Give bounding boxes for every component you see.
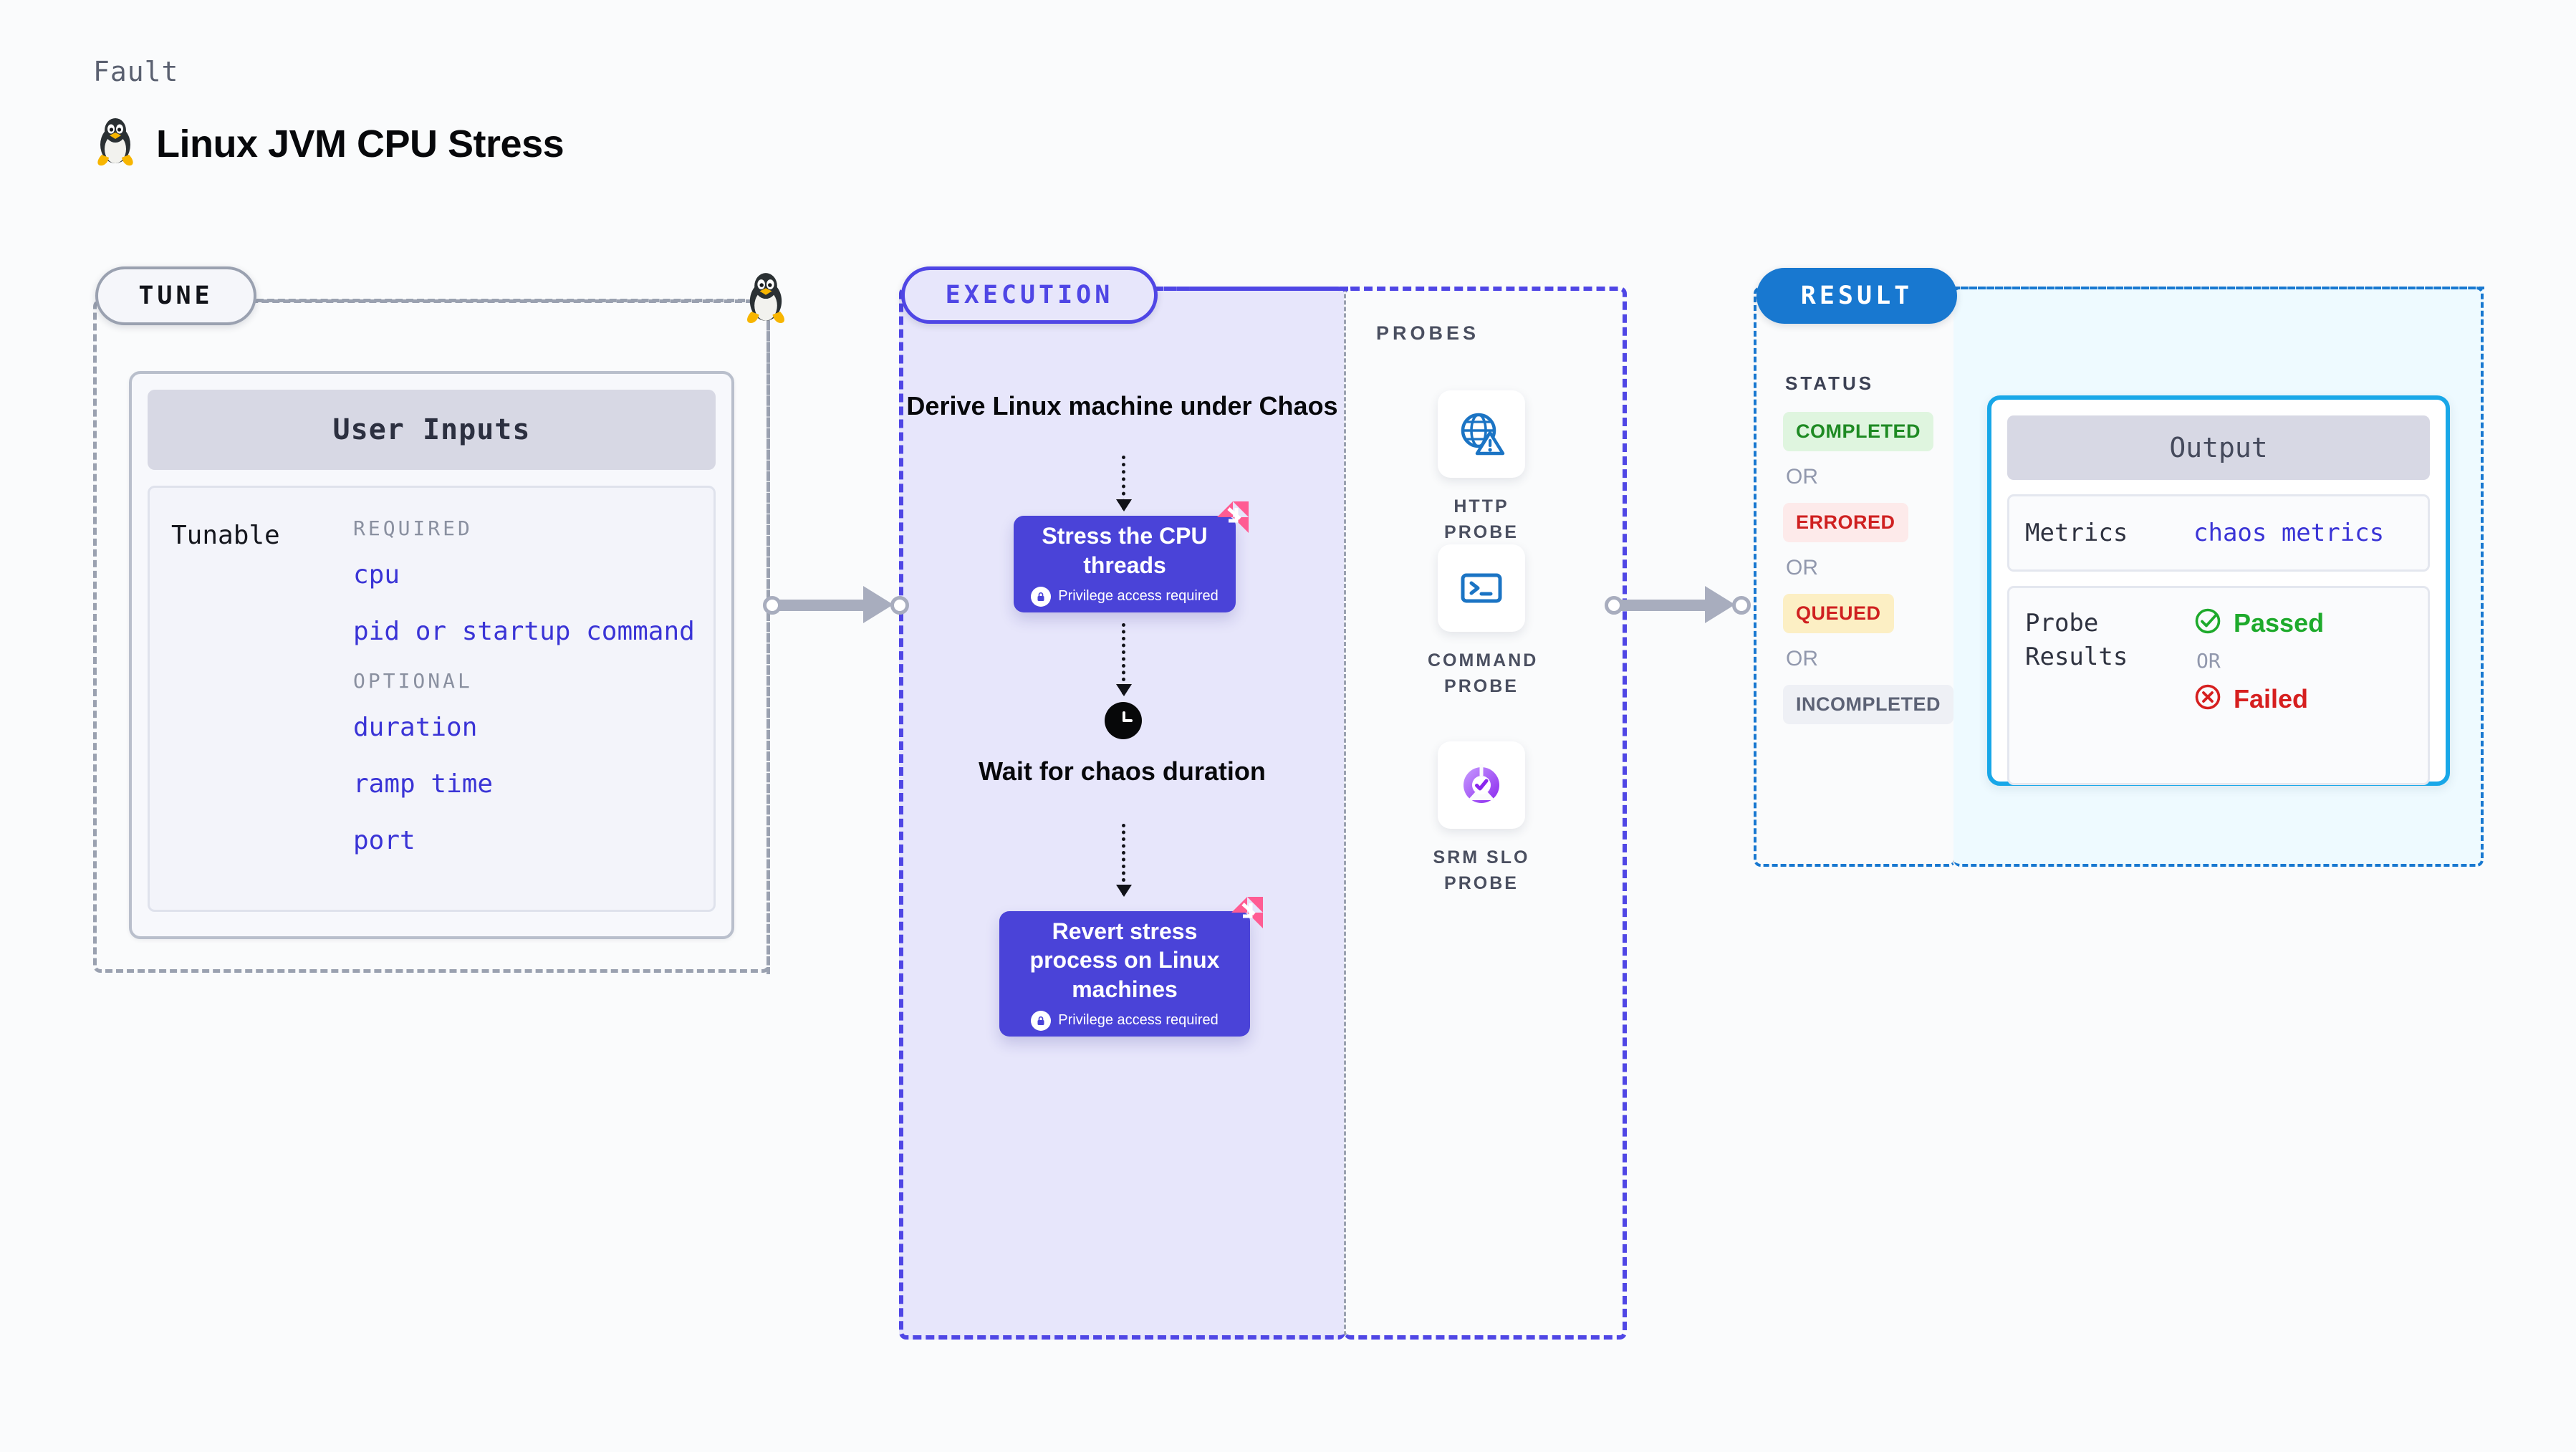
probe-label-http: HTTP PROBE — [1444, 496, 1519, 543]
user-inputs-card-title: User Inputs — [148, 390, 716, 470]
tunable-item-pid-or-startup-command[interactable]: pid or startup command — [353, 617, 695, 646]
x-circle-icon — [2193, 683, 2222, 715]
output-probe-results-key: Probe Results — [2025, 609, 2128, 671]
tunable-item-cpu[interactable]: cpu — [353, 560, 400, 590]
user-inputs-card: User Inputs Tunable REQUIRED cpu pid or … — [129, 371, 734, 939]
flow-node-revert-stress-label: Revert stress process on Linux machines — [1029, 918, 1220, 1002]
execution-leader-line — [1155, 287, 1348, 291]
tune-leader-line-right — [766, 299, 770, 974]
probe-label-srm-slo: SRM SLO PROBE — [1433, 847, 1530, 894]
connector-arrowhead-icon-2 — [1705, 586, 1735, 623]
linux-penguin-icon — [93, 116, 138, 171]
page-title-row: Linux JVM CPU Stress — [93, 116, 564, 171]
tunable-list: REQUIRED cpu pid or startup command OPTI… — [353, 512, 695, 910]
status-list: COMPLETED OR ERRORED OR QUEUED OR INCOMP… — [1783, 412, 1954, 724]
flow-node-stress-cpu-label: Stress the CPU threads — [1042, 523, 1208, 578]
tune-leader-line — [256, 299, 745, 302]
check-circle-icon — [2193, 607, 2222, 639]
page-kicker: Fault — [93, 56, 179, 87]
output-probe-results-row: Probe Results Passed OR — [2007, 586, 2430, 785]
harness-logo-icon-2 — [1229, 894, 1266, 935]
probe-label-command: COMMAND PROBE — [1428, 650, 1539, 697]
probe-result-passed: Passed — [2193, 607, 2324, 639]
tunable-item-ramp-time[interactable]: ramp time — [353, 769, 494, 799]
flow-arrow-1-icon — [1116, 456, 1132, 511]
lock-icon-2 — [1031, 1010, 1052, 1031]
status-or-2: OR — [1786, 556, 1818, 580]
tunable-item-port[interactable]: port — [353, 826, 415, 855]
privilege-note-text-2: Privilege access required — [1058, 1012, 1219, 1029]
harness-logo-icon — [1214, 499, 1251, 539]
flow-node-revert-stress-process[interactable]: Revert stress process on Linux machines … — [999, 897, 1263, 1037]
tune-section-tag[interactable]: TUNE — [95, 266, 256, 325]
probes-section-title: PROBES — [1376, 322, 1480, 344]
flow-node-revert-stress-note: Privilege access required — [1031, 1010, 1219, 1031]
status-badge-queued: QUEUED — [1783, 594, 1894, 633]
lock-icon — [1031, 586, 1052, 607]
execution-section-tag[interactable]: EXECUTION — [901, 266, 1158, 324]
clock-icon — [1105, 702, 1142, 739]
flow-arrow-2-icon — [1116, 623, 1132, 696]
flow-arrow-3-icon — [1116, 824, 1132, 897]
tunable-row-label: Tunable — [171, 521, 280, 550]
execution-flow: Derive Linux machine under Chaos Stress … — [899, 287, 1345, 1340]
probe-result-or: OR — [2196, 649, 2221, 673]
status-title: STATUS — [1785, 372, 1875, 394]
flow-node-stress-cpu-threads[interactable]: Stress the CPU threads Privilege access … — [1014, 501, 1249, 612]
flow-step-wait-duration-title: Wait for chaos duration — [979, 756, 1266, 786]
output-metrics-value[interactable]: chaos metrics — [2193, 519, 2385, 547]
output-card: Output Metrics chaos metrics Probe Resul… — [1987, 395, 2450, 786]
connector-arrowhead-icon — [863, 586, 893, 623]
privilege-note-text: Privilege access required — [1058, 588, 1219, 605]
status-badge-completed: COMPLETED — [1783, 412, 1934, 451]
terminal-icon — [1438, 544, 1525, 632]
flow-node-stress-cpu-note: Privilege access required — [1031, 586, 1219, 607]
status-badge-incompleted: INCOMPLETED — [1783, 685, 1954, 724]
connector-start-dot — [763, 596, 782, 615]
result-section-tag[interactable]: RESULT — [1756, 268, 1957, 324]
globe-warning-icon — [1438, 390, 1525, 478]
probe-item-srm-slo[interactable]: SRM SLO PROBE — [1428, 741, 1535, 897]
linux-penguin-marker-icon — [742, 271, 789, 329]
output-metrics-key: Metrics — [2025, 518, 2128, 547]
optional-group-label: OPTIONAL — [353, 669, 473, 693]
probe-item-command[interactable]: COMMAND PROBE — [1428, 544, 1539, 700]
page-title: Linux JVM CPU Stress — [156, 122, 564, 165]
probe-result-failed-label: Failed — [2234, 683, 2309, 713]
status-or-1: OR — [1786, 465, 1818, 489]
probe-result-passed-label: Passed — [2234, 607, 2325, 638]
probe-result-failed: Failed — [2193, 683, 2324, 715]
tunable-item-duration[interactable]: duration — [353, 713, 478, 742]
connector-end-dot-2 — [1732, 596, 1751, 615]
flow-step-derive-machine-title: Derive Linux machine under Chaos — [906, 391, 1338, 420]
status-badge-errored: ERRORED — [1783, 503, 1908, 542]
result-leader-line — [1954, 287, 2484, 289]
probe-item-http[interactable]: HTTP PROBE — [1428, 390, 1535, 546]
slo-donut-check-icon — [1438, 741, 1525, 829]
output-probe-results-values: Passed OR Failed — [2193, 607, 2324, 764]
required-group-label: REQUIRED — [353, 516, 473, 540]
user-inputs-card-body: Tunable REQUIRED cpu pid or startup comm… — [148, 486, 716, 912]
connector-line-2 — [1620, 600, 1714, 611]
connector-line — [779, 600, 872, 611]
output-card-title: Output — [2007, 415, 2430, 480]
status-or-3: OR — [1786, 647, 1818, 670]
connector-end-dot — [890, 596, 909, 615]
output-metrics-row: Metrics chaos metrics — [2007, 494, 2430, 572]
